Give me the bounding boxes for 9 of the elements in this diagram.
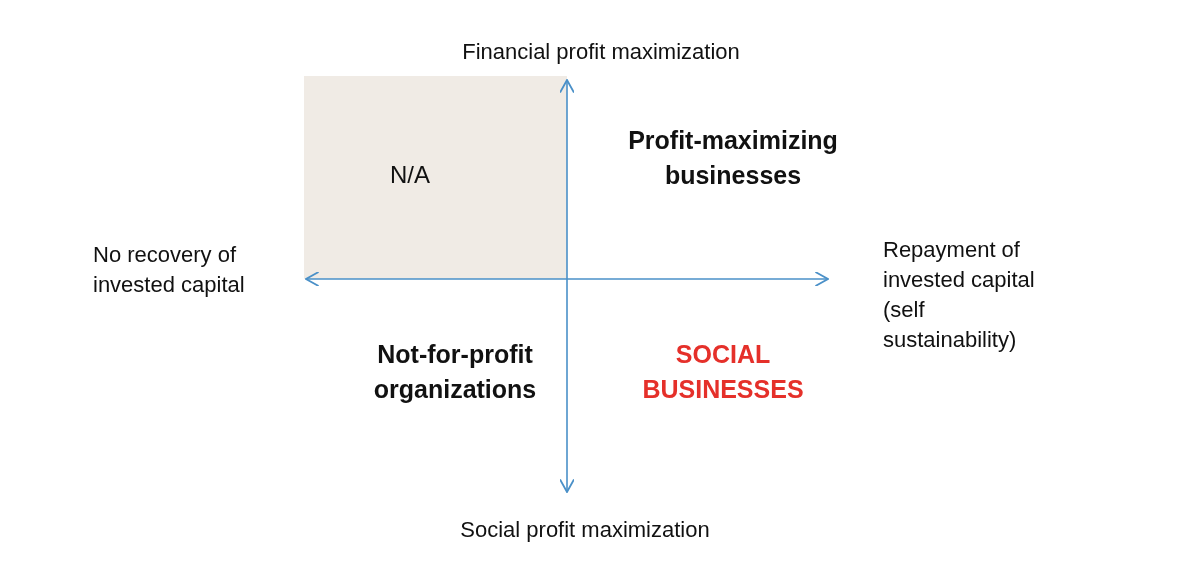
shaded-quadrant: [304, 76, 567, 279]
quadrant-label: N/A: [390, 160, 430, 190]
quadrant-label: Profit-maximizing businesses: [627, 125, 839, 191]
quadrant-label: Not-for-profit organizations: [372, 339, 538, 405]
axis-label: Financial profit maximization: [461, 38, 741, 66]
axis-label: No recovery of invested capital: [93, 241, 246, 299]
axis-label: Social profit maximization: [459, 516, 711, 544]
quadrant-label: SOCIAL BUSINESSES: [641, 339, 805, 405]
axis-label: Repayment of invested capital (self sustainability): [883, 236, 1036, 354]
